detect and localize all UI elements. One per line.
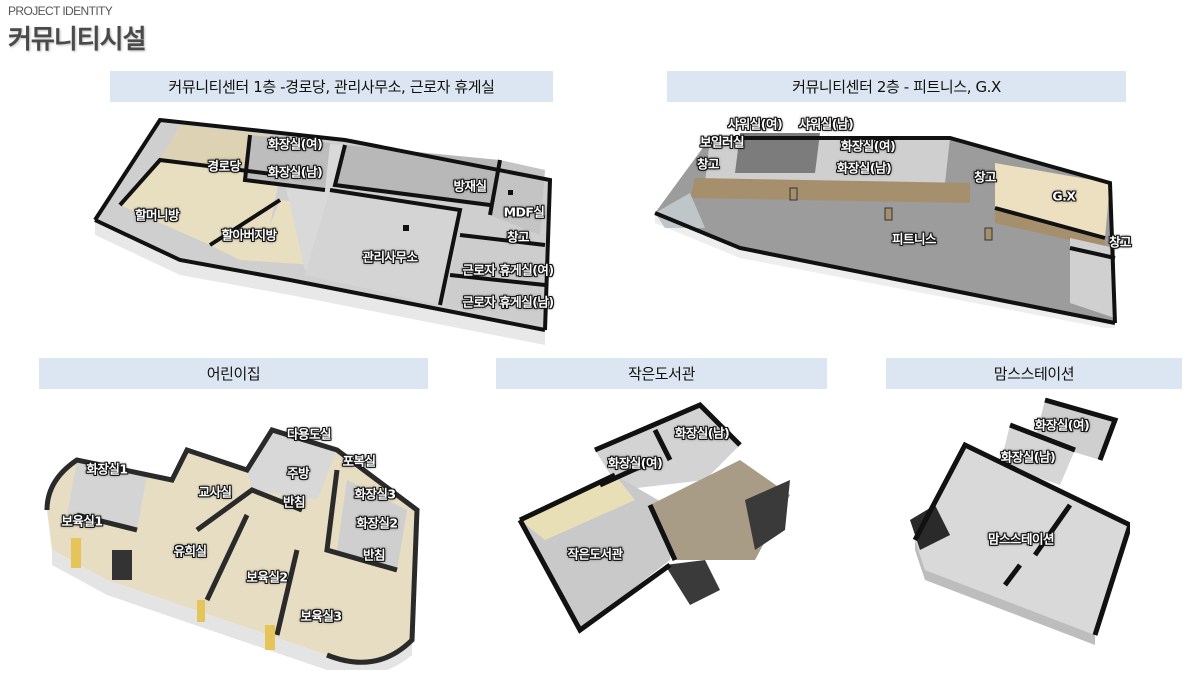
floor-plan-library: 화장실(남) 화장실(여) 작은도서관 [505, 400, 805, 640]
room-label: 보일러실 [699, 134, 745, 150]
room-label: 화장실(남) [836, 160, 892, 176]
room-label: 화장실2 [356, 515, 398, 531]
section-header-daycare: 어린이집 [39, 358, 428, 389]
room-label: 경로당 [207, 158, 241, 174]
room-label: 다용도실 [286, 426, 332, 442]
room-label: 관리사무소 [362, 249, 418, 265]
room-label: 창고 [696, 156, 720, 172]
room-label: 샤워실(남) [798, 116, 854, 132]
section-header-floor2: 커뮤니티센터 2층 - 피트니스, G.X [667, 71, 1126, 102]
room-label: 방재실 [453, 178, 487, 194]
room-label: 창고 [973, 169, 997, 185]
page-eyebrow: PROJECT IDENTITY [8, 4, 113, 18]
room-label: 화장실(여) [267, 136, 323, 152]
room-label: 화장실(남) [1000, 449, 1056, 465]
floor2-plan-illustration [654, 133, 1117, 328]
room-label: 보육실2 [246, 569, 288, 585]
floor1-plan-illustration [93, 117, 553, 345]
room-label: MDF실 [503, 204, 545, 220]
section-header-library: 작은도서관 [496, 358, 827, 389]
section-header-floor1: 커뮤니티센터 1층 -경로당, 관리사무소, 근로자 휴게실 [110, 71, 553, 102]
room-label: 화장실(여) [840, 138, 896, 154]
room-label: G.X [1052, 188, 1076, 204]
page-title: 커뮤니티시설 [8, 25, 147, 55]
floor-plan-momstation: 화장실(여) 화장실(남) 맘스스테이션 [905, 395, 1130, 655]
room-label: 화장실(남) [674, 425, 730, 441]
room-label: 창고 [506, 229, 530, 245]
room-label: 교사실 [198, 484, 232, 500]
room-label: 할아버지방 [221, 227, 277, 243]
library-plan-illustration [517, 402, 790, 634]
daycare-plan-illustration [44, 427, 420, 670]
floor-plan-floor2: 샤워실(여) 샤워실(남) 보일러실 화장실(여) 창고 화장실(남) 창고 G… [650, 108, 1145, 328]
room-label: 할머니방 [134, 207, 180, 223]
room-label: 유희실 [173, 543, 207, 559]
room-label: 작은도서관 [567, 546, 623, 562]
momstation-plan-illustration [910, 397, 1130, 645]
room-label: 화장실3 [354, 486, 396, 502]
floor-plan-floor1: 화장실(여) 경로당 화장실(남) 할머니방 할아버지방 방재실 MDF실 창고… [90, 105, 560, 345]
room-label: 맘스스테이션 [987, 531, 1055, 547]
room-label: 화장실(여) [607, 455, 663, 471]
room-label: 창고 [1108, 234, 1132, 250]
section-header-momstation: 맘스스테이션 [886, 358, 1182, 389]
room-label: 반침 [362, 547, 386, 563]
room-label: 근로자 휴게실(남) [462, 294, 554, 310]
room-label: 화장실1 [86, 461, 128, 477]
room-label: 보육실3 [300, 608, 342, 624]
room-label: 보육실1 [61, 513, 103, 529]
room-label: 샤워실(여) [727, 116, 783, 132]
room-label: 근로자 휴게실(여) [462, 262, 554, 278]
floor-plan-daycare: 다용도실 포복실 화장실1 주방 교사실 화장실3 반침 보육실1 화장실2 유… [37, 420, 422, 670]
room-label: 화장실(여) [1034, 417, 1090, 433]
room-label: 주방 [286, 465, 310, 481]
room-label: 화장실(남) [267, 164, 323, 180]
room-label: 포복실 [342, 453, 376, 469]
room-label: 반침 [282, 494, 306, 510]
room-label: 피트니스 [891, 231, 937, 247]
